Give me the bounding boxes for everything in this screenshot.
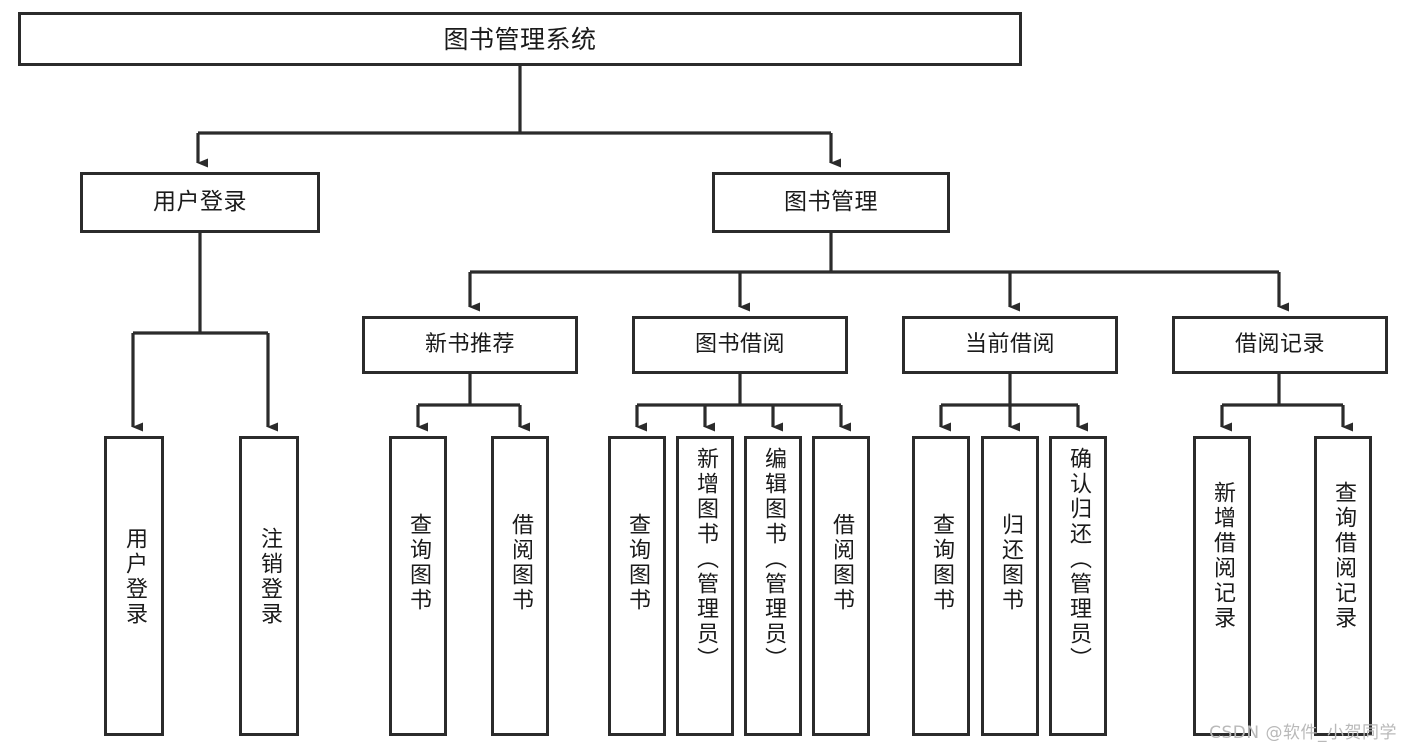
leaf-new-book-borrow-book[interactable]: 借阅图书 — [491, 436, 549, 736]
node-borrow-record[interactable]: 借阅记录 — [1172, 316, 1388, 374]
node-label: 新书推荐 — [424, 332, 515, 358]
node-label: 确认归还（管理员） — [1066, 447, 1091, 672]
leaf-book-borrow-borrow-book[interactable]: 借阅图书 — [812, 436, 870, 736]
node-label: 查询借阅记录 — [1331, 481, 1356, 631]
leaf-borrow-record-add-record[interactable]: 新增借阅记录 — [1193, 436, 1251, 736]
leaf-user-login-logout[interactable]: 注销登录 — [239, 436, 299, 736]
leaf-borrow-record-query-record[interactable]: 查询借阅记录 — [1314, 436, 1372, 736]
node-new-book-recommend[interactable]: 新书推荐 — [362, 316, 578, 374]
node-label: 归还图书 — [998, 513, 1023, 613]
node-label: 查询图书 — [406, 513, 431, 613]
node-label: 图书管理 — [784, 189, 878, 216]
node-label: 当前借阅 — [964, 332, 1055, 358]
node-label: 新增借阅记录 — [1210, 481, 1235, 631]
node-book-borrow[interactable]: 图书借阅 — [632, 316, 848, 374]
node-label: 用户登录 — [122, 527, 147, 627]
node-label: 用户登录 — [153, 189, 247, 216]
node-label: 借阅图书 — [508, 513, 533, 613]
node-label: 借阅记录 — [1234, 332, 1325, 358]
node-current-borrow[interactable]: 当前借阅 — [902, 316, 1118, 374]
node-root-book-management-system[interactable]: 图书管理系统 — [18, 12, 1022, 66]
node-user-login[interactable]: 用户登录 — [80, 172, 320, 233]
leaf-current-borrow-return-book[interactable]: 归还图书 — [981, 436, 1039, 736]
node-label: 图书管理系统 — [443, 24, 597, 54]
node-label: 借阅图书 — [829, 513, 854, 613]
leaf-current-borrow-confirm-return-admin[interactable]: 确认归还（管理员） — [1049, 436, 1107, 736]
node-book-management[interactable]: 图书管理 — [712, 172, 950, 233]
leaf-current-borrow-query-book[interactable]: 查询图书 — [912, 436, 970, 736]
leaf-book-borrow-add-book-admin[interactable]: 新增图书（管理员） — [676, 436, 734, 736]
leaf-book-borrow-edit-book-admin[interactable]: 编辑图书（管理员） — [744, 436, 802, 736]
node-label: 新增图书（管理员） — [693, 447, 718, 672]
node-label: 查询图书 — [929, 513, 954, 613]
leaf-new-book-query-book[interactable]: 查询图书 — [389, 436, 447, 736]
node-label: 注销登录 — [257, 527, 282, 627]
node-label: 编辑图书（管理员） — [761, 447, 786, 672]
leaf-user-login-login[interactable]: 用户登录 — [104, 436, 164, 736]
csdn-watermark: CSDN @软件_小贺同学 — [1209, 723, 1397, 743]
leaf-book-borrow-query-book[interactable]: 查询图书 — [608, 436, 666, 736]
node-label: 图书借阅 — [694, 332, 785, 358]
node-label: 查询图书 — [625, 513, 650, 613]
